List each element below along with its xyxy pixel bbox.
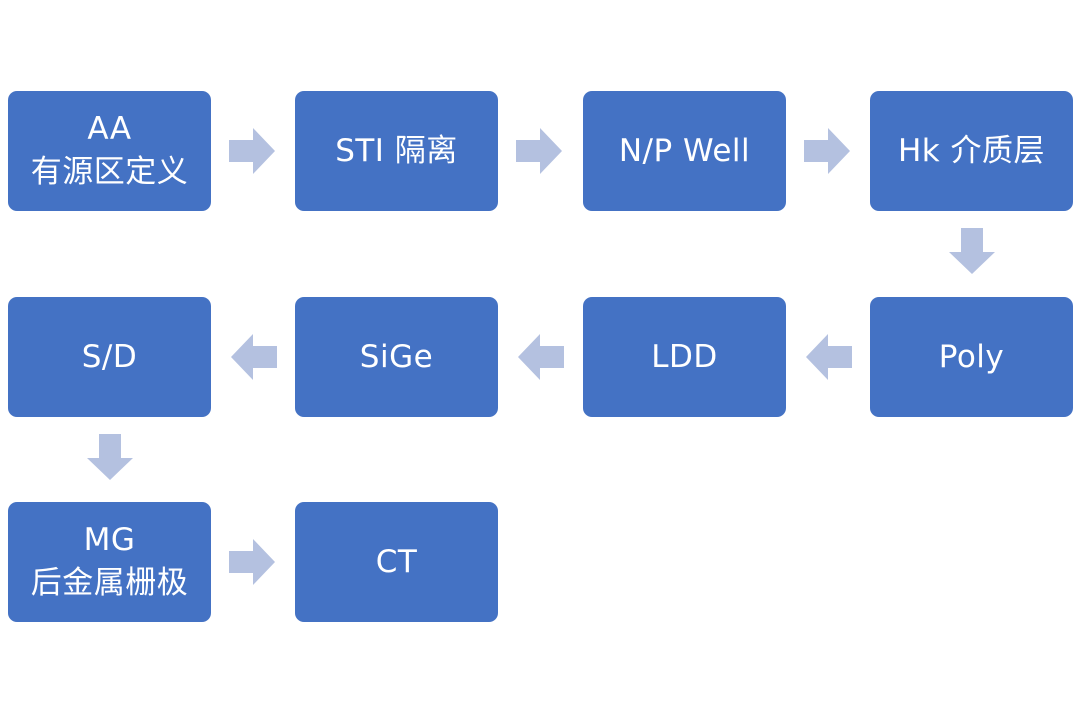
step-ldd: LDD — [583, 297, 786, 417]
arrow-left-icon — [231, 334, 277, 380]
step-label: MG 后金属栅极 — [30, 522, 189, 601]
step-np-well: N/P Well — [583, 91, 786, 211]
step-label: LDD — [651, 338, 718, 375]
step-label: SiGe — [359, 338, 434, 375]
arrow-left-icon — [806, 334, 852, 380]
step-label: Poly — [938, 338, 1005, 375]
arrow-left-icon — [518, 334, 564, 380]
step-metal-gate: MG 后金属栅极 — [8, 502, 211, 622]
arrow-right-icon — [804, 128, 850, 174]
step-label: N/P Well — [618, 132, 751, 169]
step-aa-active-area: AA 有源区定义 — [8, 91, 211, 211]
arrow-right-icon — [229, 128, 275, 174]
step-label: Hk 介质层 — [897, 132, 1046, 169]
step-ct-contact: CT — [295, 502, 498, 622]
arrow-down-icon — [949, 228, 995, 274]
step-poly: Poly — [870, 297, 1073, 417]
arrow-right-icon — [516, 128, 562, 174]
step-source-drain: S/D — [8, 297, 211, 417]
arrow-right-icon — [229, 539, 275, 585]
arrow-down-icon — [87, 434, 133, 480]
step-sti-isolation: STI 隔离 — [295, 91, 498, 211]
step-label: STI 隔离 — [335, 132, 458, 169]
step-label: S/D — [81, 338, 138, 375]
step-label: AA 有源区定义 — [30, 111, 189, 190]
step-sige: SiGe — [295, 297, 498, 417]
step-hk-dielectric: Hk 介质层 — [870, 91, 1073, 211]
step-label: CT — [375, 543, 418, 580]
